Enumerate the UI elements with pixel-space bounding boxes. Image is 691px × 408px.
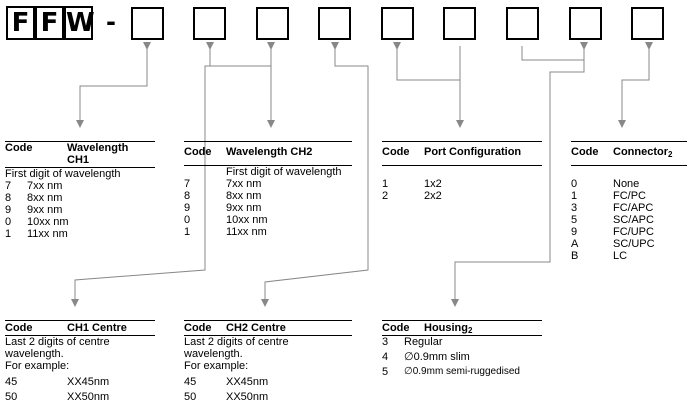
table-header-rule (382, 165, 542, 166)
table-wavelength-ch2: Code Wavelength CH2 First digit of wavel… (184, 141, 352, 238)
table-header: Code CH1 Centre (5, 321, 155, 335)
table-header-rule (571, 165, 687, 166)
table-note: For example: (184, 360, 249, 372)
code-header: Code (5, 322, 33, 334)
table-note: For example: (5, 360, 70, 372)
prefix-letter-f2: F (35, 6, 64, 40)
table-wavelength-ch1: Code Wavelength CH1 First digit of wavel… (5, 141, 155, 240)
slot-4-box (318, 7, 351, 40)
table-ch2-centre: Code CH2 Centre Last 2 digits of centre … (184, 320, 352, 403)
table-row: 5∅0.9mm semi-ruggedised (382, 366, 520, 378)
wire-slot7-housing (451, 42, 588, 307)
value-header: Wavelength CH1 (67, 142, 129, 166)
code-header: Code (382, 146, 410, 158)
table-header-rule (382, 335, 542, 336)
table-header: Code CH2 Centre (184, 321, 352, 335)
slot-7-box (506, 7, 539, 40)
code-header: Code (184, 322, 212, 334)
table-header: Code Wavelength CH1 (5, 142, 155, 167)
prefix-letter-w: W (64, 6, 95, 40)
table-note: wavelength. (184, 348, 243, 360)
value-header: CH2 Centre (226, 322, 286, 334)
wire-slot4-ch2-centre (261, 42, 369, 307)
wire-slot2-ch1-centre (71, 42, 214, 307)
table-row: 4∅0.9mm slim (382, 351, 470, 363)
slot-8-box (569, 7, 602, 40)
table-header-rule (5, 167, 155, 168)
table-header-rule (184, 165, 352, 166)
table-header: Code Connector2 (571, 142, 687, 162)
table-header-rule (5, 335, 155, 336)
table-note: wavelength. (5, 348, 64, 360)
table-header: Code Housing2 (382, 321, 542, 335)
table-header: Code Port Configuration (382, 142, 542, 162)
prefix-dash: - (106, 8, 116, 36)
value-header: CH1 Centre (67, 322, 127, 334)
table-top-rule (382, 320, 542, 321)
slot-6-box (443, 7, 476, 40)
wire-slot5-port (393, 42, 464, 128)
header-subscript: 2 (468, 326, 473, 335)
value-header: Port Configuration (424, 146, 522, 158)
table-note: Last 2 digits of centre (5, 336, 110, 348)
slot-9-box (631, 7, 664, 40)
table-top-rule (184, 320, 352, 321)
table-note: Last 2 digits of centre (184, 336, 289, 348)
table-top-rule (5, 320, 155, 321)
table-top-rule (382, 141, 542, 142)
table-note: First digit of wavelength (226, 166, 342, 178)
wire-slot1-wavelength-ch1 (76, 42, 151, 128)
code-header: Code (571, 146, 599, 158)
wire-slot7-join (521, 46, 584, 61)
slot-3-box (256, 7, 289, 40)
table-header: Code Wavelength CH2 (184, 142, 352, 162)
table-header-rule (184, 335, 352, 336)
wire-slot8-connector (618, 42, 653, 128)
header-subscript: 2 (668, 150, 673, 159)
table-note: First digit of wavelength (5, 168, 121, 180)
table-top-rule (184, 141, 352, 142)
slot-1-box (131, 7, 164, 40)
value-header: Wavelength CH2 (226, 146, 313, 158)
prefix-letter-f1: F (6, 6, 35, 40)
value-header: Housing2 (424, 322, 473, 335)
table-ch1-centre: Code CH1 Centre Last 2 digits of centre … (5, 320, 155, 403)
slot-5-box (381, 7, 414, 40)
code-header: Code (184, 146, 212, 158)
value-header: Connector2 (613, 146, 673, 159)
code-header: Code (5, 142, 33, 154)
slot-2-box (193, 7, 226, 40)
table-top-rule (5, 141, 155, 142)
code-header: Code (382, 322, 410, 334)
table-top-rule (571, 141, 687, 142)
